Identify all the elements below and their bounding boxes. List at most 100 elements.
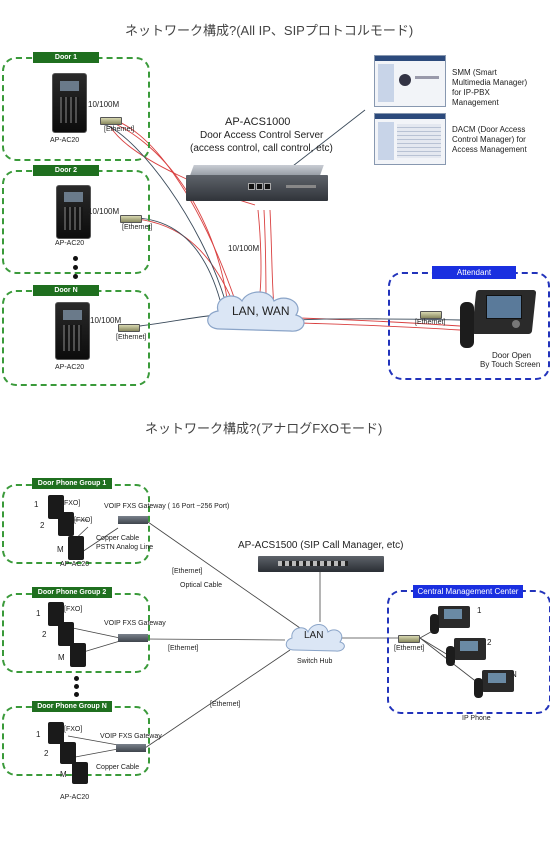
server-speed: 10/100M — [228, 244, 260, 253]
group1-gateway: VOIP FXS Gateway ( 16 Port ~256 Port) — [104, 503, 230, 510]
ethernet-converter-icon — [100, 117, 122, 125]
dacm-screenshot-icon — [374, 113, 446, 165]
diagram2-title: ネットワーク構成?(アナログFXOモード) — [145, 421, 383, 436]
door-n-port: [Ethernet] — [116, 334, 147, 341]
group1-num-m: M — [57, 545, 64, 554]
voip-gateway-icon — [118, 634, 148, 642]
ellipsis-dot — [74, 692, 79, 697]
attendant-caption-1: Door Open — [492, 351, 532, 360]
ip-phone-caption: IP Phone — [462, 715, 491, 722]
ip-phone-icon — [430, 606, 470, 634]
door-group-2-label: Door 2 — [33, 165, 99, 176]
cmc-num-n: N — [511, 670, 517, 679]
ethernet-converter-icon — [118, 324, 140, 332]
voip-gateway-icon — [116, 744, 146, 752]
door-phone-icon — [72, 762, 88, 784]
door-phone-group-1-label: Door Phone Group 1 — [32, 478, 112, 489]
ellipsis-dot — [74, 684, 79, 689]
door-group-1-label: Door 1 — [33, 52, 99, 63]
server-desc-2: (access control, call control, etc) — [190, 143, 333, 154]
central-management-label: Central Management Center — [413, 585, 523, 598]
door-1-speed: 10/100M — [88, 100, 120, 109]
door-phone-icon — [70, 643, 86, 667]
group1-fxo-2: [FXO] — [74, 517, 93, 524]
ap-ac20-reader-icon — [56, 185, 91, 239]
ap-ac20-reader-icon — [55, 302, 90, 360]
group1-num-1: 1 — [34, 500, 39, 509]
diagram1-title: ネットワーク構成?(All IP、SIPプロトコルモード) — [125, 23, 414, 38]
ap-acs1500-server-icon — [258, 556, 384, 572]
ethernet-converter-icon — [120, 215, 142, 223]
door-1-port: [Ethernet] — [104, 126, 135, 133]
ethernet-label-3: [Ethernet] — [210, 701, 241, 708]
smm-screenshot-icon — [374, 55, 446, 107]
ellipsis-dot — [74, 676, 79, 681]
door-phone-icon — [48, 602, 64, 626]
dacm-text-2: Control Manager) for — [452, 135, 526, 144]
door-2-device-label: AP-AC20 — [55, 240, 85, 247]
ellipsis-dot — [73, 265, 78, 270]
dacm-text-3: Access Management — [452, 145, 527, 154]
groupn-gateway: VOIP FXS Gateway — [100, 733, 162, 740]
door-phone-icon — [68, 536, 84, 560]
ap-ac20-reader-icon — [52, 73, 87, 133]
door-phone-icon — [48, 722, 64, 744]
attendant-caption-2: By Touch Screen — [480, 360, 541, 369]
smm-text-2: Multimedia Manager) — [452, 78, 528, 87]
cmc-num-1: 1 — [477, 606, 482, 615]
door-2-speed: 10/100M — [88, 207, 120, 216]
lan-label: LAN — [304, 630, 324, 641]
group2-num-m: M — [58, 653, 65, 662]
ip-phone-icon — [446, 638, 486, 666]
lan-wan-cloud-icon — [207, 291, 305, 332]
group2-num-1: 1 — [36, 609, 41, 618]
lan-cloud-icon — [285, 624, 345, 652]
door-2-port: [Ethernet] — [122, 224, 153, 231]
door-phone-icon — [58, 622, 74, 646]
attendant-port: [Ethernet] — [415, 319, 446, 326]
group2-num-2: 2 — [42, 630, 47, 639]
attendant-label: Attendant — [432, 266, 516, 279]
door-phone-group-2-label: Door Phone Group 2 — [32, 587, 112, 598]
optical-cable-label: Optical Cable — [180, 582, 223, 589]
ethernet-converter-icon — [420, 311, 442, 319]
groupn-fxo: [FXO] — [64, 726, 83, 733]
door-1-device-label: AP-AC20 — [50, 137, 80, 144]
group2-fxo: [FXO] — [64, 606, 83, 613]
door-n-device-label: AP-AC20 — [55, 364, 85, 371]
cmc-port: [Ethernet] — [394, 645, 425, 652]
door-phone-icon — [58, 512, 74, 536]
door-phone-icon — [60, 742, 76, 764]
server-desc-1: Door Access Control Server — [200, 130, 324, 141]
dacm-text-1: DACM (Door Access — [452, 125, 526, 134]
group1-cable-2: PSTN Analog Line — [96, 544, 154, 551]
door-n-speed: 10/100M — [90, 316, 122, 325]
voip-gateway-icon — [118, 516, 148, 524]
smm-text-3: for IP-PBX — [452, 88, 490, 97]
smm-text-4: Management — [452, 98, 499, 107]
smm-text-1: SMM (Smart — [452, 68, 497, 77]
ellipsis-dot — [73, 274, 78, 279]
cmc-num-2: 2 — [487, 638, 492, 647]
acs1500-label: AP-ACS1500 (SIP Call Manager, etc) — [238, 540, 404, 551]
touch-screen-phone-icon — [460, 290, 537, 350]
group2-gateway: VOIP FXS Gateway — [104, 620, 166, 627]
door-phone-group-n-label: Door Phone Group N — [32, 701, 112, 712]
group1-num-2: 2 — [40, 521, 45, 530]
ethernet-converter-icon — [398, 635, 420, 643]
door-group-n-label: Door N — [33, 285, 99, 296]
groupn-num-2: 2 — [44, 749, 49, 758]
group1-cable-1: Copper Cable — [96, 535, 140, 542]
groupn-device: AP-AC20 — [60, 794, 90, 801]
server-name: AP-ACS1000 — [225, 116, 291, 128]
ip-phone-icon — [474, 670, 514, 698]
ap-acs1000-server-icon — [186, 165, 328, 205]
groupn-num-1: 1 — [36, 730, 41, 739]
groupn-num-m: M — [60, 770, 67, 779]
ellipsis-dot — [73, 256, 78, 261]
group1-device: AP-AC20 — [60, 561, 90, 568]
ethernet-label-1: [Ethernet] — [172, 568, 203, 575]
ethernet-label-2: [Ethernet] — [168, 645, 199, 652]
groupn-cable: Copper Cable — [96, 764, 140, 771]
group1-fxo-1: [FXO] — [62, 500, 81, 507]
